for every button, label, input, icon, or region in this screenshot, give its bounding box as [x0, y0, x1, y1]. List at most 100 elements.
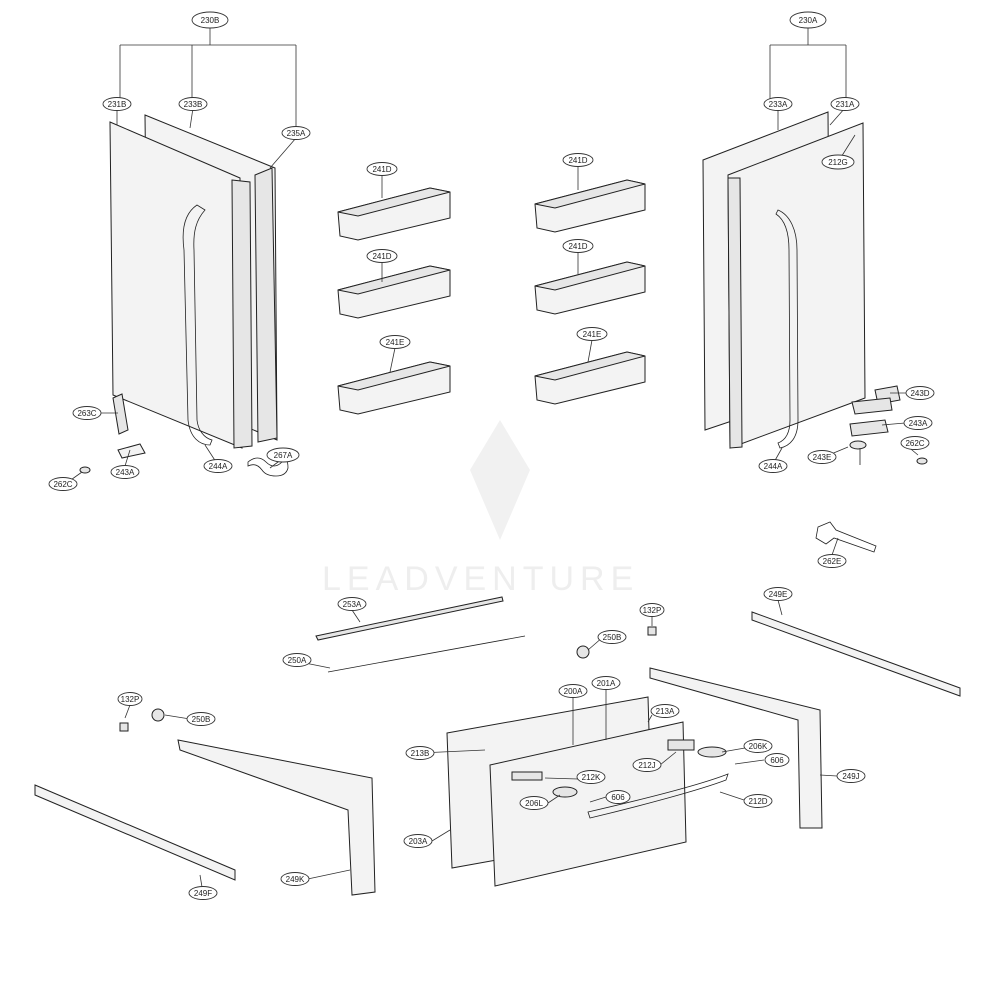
gear-250B-right — [576, 645, 590, 659]
bracket-212K — [511, 771, 543, 781]
door-bin — [534, 351, 646, 405]
svg-text:233B: 233B — [184, 100, 203, 109]
label-249E: 249E — [763, 587, 793, 601]
right-door-assembly — [702, 111, 928, 465]
svg-text:253A: 253A — [343, 600, 362, 609]
svg-text:262C: 262C — [905, 439, 924, 448]
label-606-2: 606 — [605, 790, 631, 804]
svg-text:250B: 250B — [603, 633, 622, 642]
label-243A-right: 243A — [903, 416, 933, 430]
svg-text:262C: 262C — [53, 480, 72, 489]
svg-text:231B: 231B — [108, 100, 127, 109]
label-241D-2: 241D — [366, 249, 398, 263]
left-door-assembly — [79, 114, 289, 477]
label-200A: 200A — [558, 684, 588, 698]
drawer-handle — [587, 773, 729, 819]
label-241D-3: 241D — [562, 153, 594, 167]
clip-206K — [697, 746, 727, 758]
svg-text:249E: 249E — [769, 590, 788, 599]
svg-text:263C: 263C — [77, 409, 96, 418]
label-230A: 230A — [789, 11, 827, 29]
svg-text:230B: 230B — [201, 16, 220, 25]
label-253A: 253A — [337, 597, 367, 611]
label-231A: 231A — [830, 97, 860, 111]
svg-text:250B: 250B — [192, 715, 211, 724]
svg-text:250A: 250A — [288, 656, 307, 665]
svg-text:249J: 249J — [842, 772, 859, 781]
middle-parts — [119, 521, 961, 732]
left-hinge-cover — [112, 393, 129, 435]
label-250A: 250A — [282, 653, 312, 667]
right-door-handle — [775, 209, 799, 449]
svg-text:606: 606 — [611, 793, 625, 802]
label-249K: 249K — [280, 872, 310, 886]
watermark-logo-icon — [470, 420, 530, 540]
left-hinge-plate — [117, 443, 146, 459]
svg-text:244A: 244A — [764, 462, 783, 471]
wrench-tool — [815, 521, 877, 553]
door-bins — [337, 179, 646, 415]
svg-text:203A: 203A — [409, 837, 428, 846]
rail-249E — [751, 611, 961, 697]
clip-206L — [552, 786, 578, 798]
svg-text:213A: 213A — [656, 707, 675, 716]
label-267A: 267A — [266, 447, 300, 463]
svg-text:201A: 201A — [597, 679, 616, 688]
label-244A-left: 244A — [203, 459, 233, 473]
label-263C: 263C — [72, 406, 102, 420]
clip-132P-left — [119, 722, 129, 732]
svg-text:230A: 230A — [799, 16, 818, 25]
watermark-text: LEADVENTURE — [322, 560, 639, 598]
door-bin — [337, 187, 451, 241]
rod-250A — [327, 635, 526, 673]
label-244A-right: 244A — [758, 459, 788, 473]
svg-text:231A: 231A — [836, 100, 855, 109]
label-250B-right: 250B — [597, 630, 627, 644]
label-206K: 206K — [743, 739, 773, 753]
svg-text:241D: 241D — [372, 165, 391, 174]
svg-text:241E: 241E — [386, 338, 405, 347]
svg-text:243E: 243E — [813, 453, 832, 462]
right-door-panel — [727, 122, 866, 449]
svg-text:606: 606 — [770, 756, 784, 765]
svg-text:244A: 244A — [209, 462, 228, 471]
svg-text:243D: 243D — [910, 389, 929, 398]
gear-250B-left — [151, 708, 165, 722]
svg-text:249K: 249K — [286, 875, 305, 884]
svg-text:267A: 267A — [274, 451, 293, 460]
svg-text:241D: 241D — [372, 252, 391, 261]
label-249J: 249J — [836, 769, 866, 783]
label-241E-1: 241E — [379, 335, 411, 349]
label-243E: 243E — [807, 450, 837, 464]
label-231B: 231B — [102, 97, 132, 111]
label-206L: 206L — [519, 796, 549, 810]
door-bin — [337, 265, 451, 319]
label-606-1: 606 — [764, 753, 790, 767]
label-249F: 249F — [188, 886, 218, 900]
svg-text:212D: 212D — [748, 797, 767, 806]
svg-text:243A: 243A — [116, 468, 135, 477]
label-262C-right: 262C — [900, 436, 930, 450]
label-213A: 213A — [650, 704, 680, 718]
label-132P-right: 132P — [639, 603, 665, 617]
svg-text:235A: 235A — [287, 129, 306, 138]
svg-text:212K: 212K — [582, 773, 601, 782]
gasket-strip-253A — [315, 596, 504, 641]
left-door-side-strip — [254, 167, 278, 443]
rail-249F — [34, 784, 236, 881]
label-235A: 235A — [281, 126, 311, 140]
bracket-212J — [667, 739, 695, 751]
left-door-handle — [182, 204, 213, 446]
drawer-assembly — [34, 667, 823, 896]
label-213B: 213B — [405, 746, 435, 760]
left-hinge-screw — [79, 466, 91, 474]
label-241D-4: 241D — [562, 239, 594, 253]
callouts — [67, 28, 919, 894]
svg-text:241E: 241E — [583, 330, 602, 339]
svg-text:212J: 212J — [638, 761, 655, 770]
label-bubbles: 230B 231B 233B 235A 230A 233A 231A 212G … — [48, 11, 935, 900]
label-212G: 212G — [821, 154, 855, 170]
bracket-249K — [177, 739, 376, 896]
clip-132P-right — [647, 626, 657, 636]
